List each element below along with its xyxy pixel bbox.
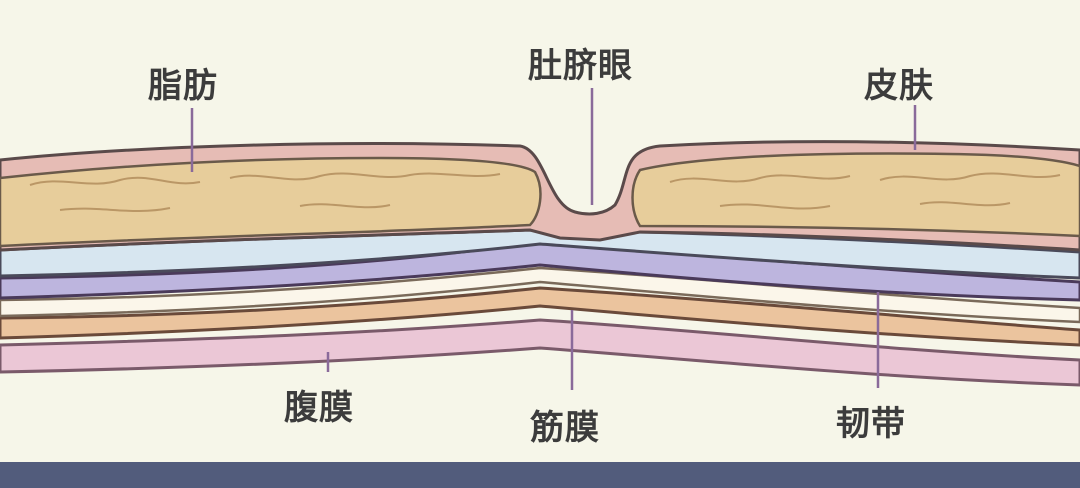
peritoneum-layer — [0, 318, 1080, 387]
fascia-label: 筋膜 — [530, 408, 600, 448]
skin-label: 皮肤 — [864, 66, 934, 106]
cream-layer — [0, 266, 1080, 324]
ligament-label: 韧带 — [836, 404, 906, 444]
navel-label: 肚脐眼 — [528, 46, 633, 86]
bottom-bar — [0, 462, 1080, 488]
peritoneum-label: 腹膜 — [284, 388, 354, 428]
fat-layer-left — [0, 156, 542, 248]
fat-label: 脂肪 — [148, 66, 218, 106]
fat-layer-right — [631, 152, 1080, 238]
fat-texture — [29, 172, 1061, 213]
leader-lines — [190, 88, 917, 390]
fascia-layer — [0, 286, 1080, 347]
